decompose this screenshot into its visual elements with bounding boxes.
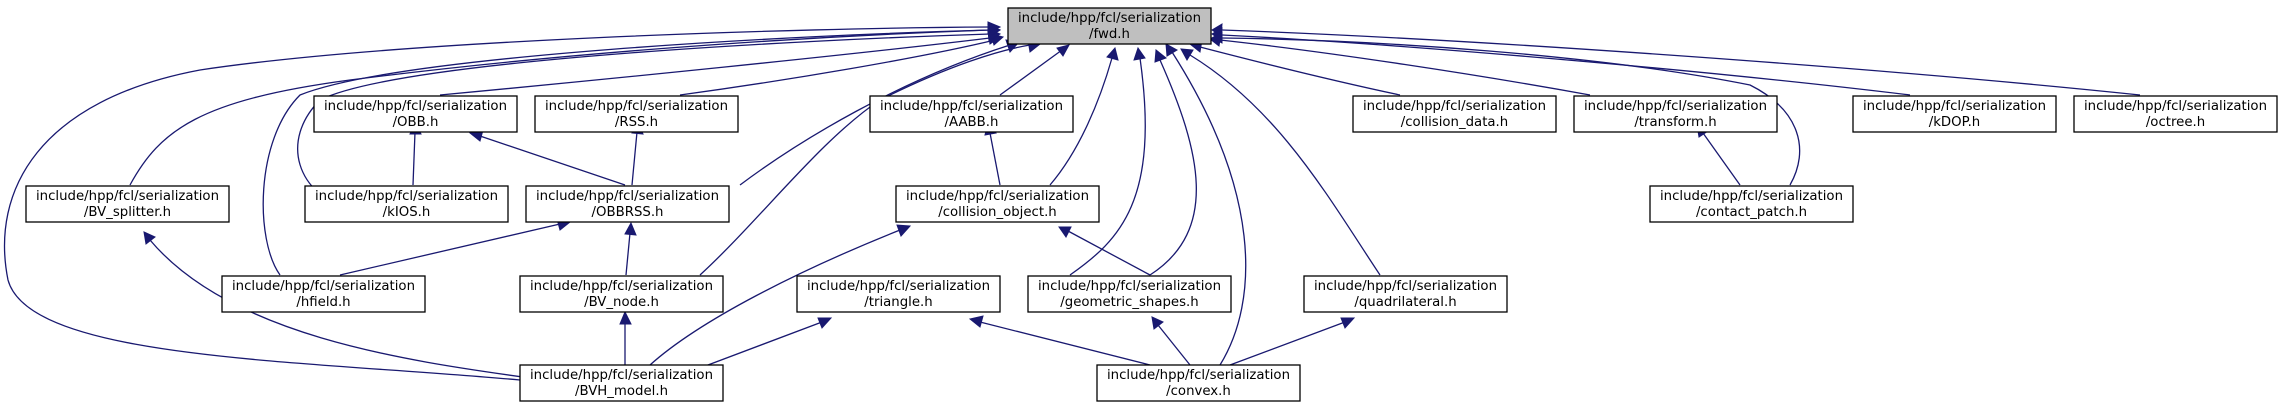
node-obb-line1: include/hpp/fcl/serialization	[324, 99, 507, 114]
edge-bv-node-to-fwd	[699, 39, 1042, 276]
node-kios-line2: /kIOS.h	[383, 205, 431, 220]
edge-hfield-to-obbrss	[339, 218, 572, 276]
edge-collision-object-to-fwd	[1049, 46, 1119, 186]
edge-convex-to-fwd	[1165, 43, 1247, 366]
node-collision-object-line2: /collision_object.h	[938, 205, 1056, 220]
node-bvh-model-line1: include/hpp/fcl/serialization	[530, 368, 713, 383]
node-convex-line2: /convex.h	[1166, 384, 1231, 399]
node-kdop-line2: /kDOP.h	[1929, 115, 1981, 130]
edge-bvh-model-to-bv-node	[619, 310, 632, 365]
node-bvh-model-line2: /BVH_model.h	[575, 384, 668, 399]
node-bv-node-line2: /BV_node.h	[584, 295, 659, 310]
node-kdop-line1: include/hpp/fcl/serialization	[1863, 99, 2046, 114]
edge-collision-data-to-fwd	[1188, 39, 1401, 96]
node-obb-line2: /OBB.h	[393, 115, 439, 130]
node-rss-line1: include/hpp/fcl/serialization	[545, 99, 728, 114]
edge-triangle-to-fwd	[1069, 46, 1146, 276]
node-octree-line1: include/hpp/fcl/serialization	[2084, 99, 2267, 114]
edge-geometric-shapes-to-collision-object	[1058, 226, 1151, 276]
node-triangle-line1: include/hpp/fcl/serialization	[807, 279, 990, 294]
node-geometric-shapes-line2: /geometric_shapes.h	[1060, 295, 1198, 310]
node-rss[interactable]: include/hpp/fcl/serialization /RSS.h	[534, 95, 739, 133]
node-collision-data-line1: include/hpp/fcl/serialization	[1363, 99, 1546, 114]
node-collision-data-line2: /collision_data.h	[1401, 115, 1508, 130]
node-quadrilateral-line2: /quadrilateral.h	[1354, 295, 1456, 310]
edge-contact-patch-to-fwd	[1210, 31, 1801, 186]
node-bvh-model[interactable]: include/hpp/fcl/serialization /BVH_model…	[519, 364, 724, 402]
node-bv-splitter-line2: /BV_splitter.h	[84, 205, 171, 220]
node-quadrilateral[interactable]: include/hpp/fcl/serialization /quadrilat…	[1303, 275, 1508, 313]
node-kdop[interactable]: include/hpp/fcl/serialization /kDOP.h	[1852, 95, 2057, 133]
node-kios[interactable]: include/hpp/fcl/serialization /kIOS.h	[304, 185, 509, 223]
node-aabb[interactable]: include/hpp/fcl/serialization /AABB.h	[869, 95, 1074, 133]
node-triangle-line2: /triangle.h	[864, 295, 932, 310]
node-triangle[interactable]: include/hpp/fcl/serialization /triangle.…	[796, 275, 1001, 313]
edge-convex-to-geometric-shapes	[1151, 316, 1191, 366]
node-bv-node-line1: include/hpp/fcl/serialization	[530, 279, 713, 294]
node-transform-line1: include/hpp/fcl/serialization	[1584, 99, 1767, 114]
node-contact-patch-line2: /contact_patch.h	[1696, 205, 1807, 220]
node-aabb-line2: /AABB.h	[945, 115, 999, 130]
node-hfield-line1: include/hpp/fcl/serialization	[232, 279, 415, 294]
edge-bv-node-to-obbrss	[624, 221, 637, 276]
node-octree-line2: /octree.h	[2146, 115, 2205, 130]
edge-hfield-to-fwd	[262, 24, 1002, 276]
node-hfield[interactable]: include/hpp/fcl/serialization /hfield.h	[221, 275, 426, 313]
node-convex[interactable]: include/hpp/fcl/serialization /convex.h	[1096, 364, 1301, 402]
edge-contact-patch-to-transform	[1696, 124, 1741, 186]
node-fwd[interactable]: include/hpp/fcl/serialization /fwd.h	[1007, 7, 1212, 45]
node-quadrilateral-line1: include/hpp/fcl/serialization	[1314, 279, 1497, 294]
node-collision-object-line1: include/hpp/fcl/serialization	[906, 189, 1089, 204]
node-hfield-line2: /hfield.h	[296, 295, 350, 310]
nodes: include/hpp/fcl/serialization /fwd.h inc…	[25, 7, 2278, 402]
edge-bvh-model-to-triangle	[699, 317, 833, 369]
node-obbrss-line2: /OBBRSS.h	[592, 205, 664, 220]
node-contact-patch[interactable]: include/hpp/fcl/serialization /contact_p…	[1649, 185, 1854, 223]
edge-kdop-to-fwd	[1211, 27, 1911, 96]
node-fwd-line1: include/hpp/fcl/serialization	[1018, 11, 1201, 26]
node-bv-splitter[interactable]: include/hpp/fcl/serialization /BV_splitt…	[25, 185, 230, 223]
node-contact-patch-line1: include/hpp/fcl/serialization	[1660, 189, 1843, 204]
node-convex-line1: include/hpp/fcl/serialization	[1107, 368, 1290, 383]
node-collision-data[interactable]: include/hpp/fcl/serialization /collision…	[1352, 95, 1557, 133]
node-bv-splitter-line1: include/hpp/fcl/serialization	[36, 189, 219, 204]
edge-convex-to-quadrilateral	[1229, 317, 1356, 366]
node-obb[interactable]: include/hpp/fcl/serialization /OBB.h	[313, 95, 518, 133]
node-collision-object[interactable]: include/hpp/fcl/serialization /collision…	[895, 185, 1100, 223]
node-octree[interactable]: include/hpp/fcl/serialization /octree.h	[2073, 95, 2278, 133]
node-fwd-line2: /fwd.h	[1089, 27, 1130, 42]
edge-aabb-to-fwd	[999, 44, 1070, 96]
node-transform[interactable]: include/hpp/fcl/serialization /transform…	[1573, 95, 1778, 133]
edge-geometric-shapes-to-fwd	[1149, 49, 1197, 276]
node-obbrss[interactable]: include/hpp/fcl/serialization /OBBRSS.h	[525, 185, 730, 223]
node-rss-line2: /RSS.h	[615, 115, 658, 130]
node-aabb-line1: include/hpp/fcl/serialization	[880, 99, 1063, 114]
node-geometric-shapes-line1: include/hpp/fcl/serialization	[1038, 279, 1221, 294]
edge-quadrilateral-to-fwd	[1180, 48, 1381, 276]
edge-obbrss-to-obb	[468, 129, 626, 186]
node-obbrss-line1: include/hpp/fcl/serialization	[536, 189, 719, 204]
node-geometric-shapes[interactable]: include/hpp/fcl/serialization /geometric…	[1027, 275, 1232, 313]
edge-bvh-model-to-bv-splitter	[143, 231, 531, 379]
node-bv-node[interactable]: include/hpp/fcl/serialization /BV_node.h	[519, 275, 724, 313]
node-transform-line2: /transform.h	[1634, 115, 1716, 130]
edge-convex-to-triangle	[968, 315, 1151, 366]
edge-bvh-model-to-fwd	[3, 21, 1002, 381]
edge-bvh-model-to-collision-object	[649, 224, 912, 366]
node-kios-line1: include/hpp/fcl/serialization	[315, 189, 498, 204]
